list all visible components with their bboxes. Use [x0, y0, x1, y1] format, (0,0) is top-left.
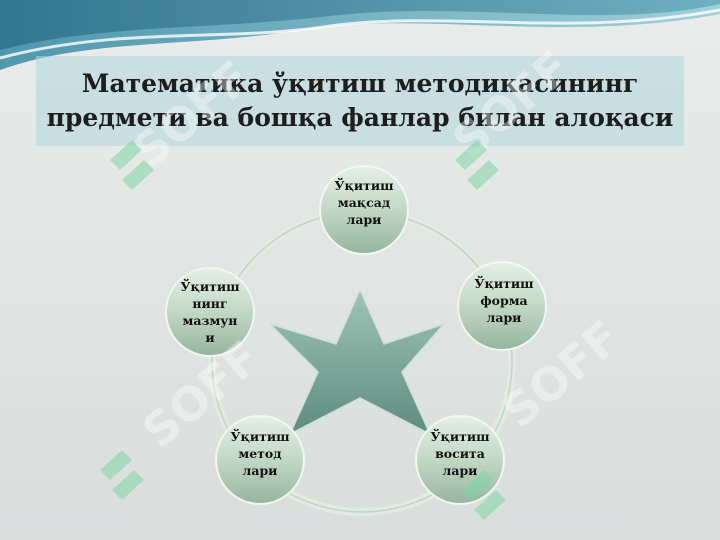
node-means-line-2: восита [435, 445, 485, 461]
node-forms: Ўқитиш форма лари [460, 272, 548, 328]
node-content-line-4: и [205, 330, 215, 345]
node-methods-line-1: Ўқитиш [230, 428, 290, 444]
title-box: Математика ўқитиш методикасининг предмет… [36, 56, 684, 146]
page-title: Математика ўқитиш методикасининг предмет… [47, 67, 674, 135]
node-content-line-2: нинг [192, 296, 228, 311]
node-content-line-1: Ўқитиш [180, 279, 240, 294]
node-goals-line-3: лари [346, 211, 382, 227]
node-forms-line-1: Ўқитиш [474, 275, 534, 291]
node-means-line-3: лари [442, 462, 478, 478]
header-wave-dark [0, 0, 720, 50]
header-wave-white [0, 8, 720, 60]
node-forms-circle [457, 261, 547, 351]
node-forms-line-3: лари [486, 309, 522, 325]
node-means-line-1: Ўқитиш [430, 428, 490, 444]
node-means: Ўқитиш восита лари [416, 424, 504, 482]
title-line-2: предмети ва бошқа фанлар билан алоқаси [46, 103, 674, 132]
node-methods-circle [215, 415, 305, 505]
node-goals-line-2: мақсад [337, 194, 391, 210]
node-methods-line-2: метод [238, 445, 282, 461]
node-content-line-3: мазмун [182, 313, 238, 328]
node-methods-line-3: лари [242, 462, 278, 478]
center-star [269, 288, 447, 436]
node-forms-line-2: форма [480, 292, 528, 308]
node-goals-circle [319, 165, 409, 255]
node-goals: Ўқитиш мақсад лари [320, 172, 408, 232]
node-methods: Ўқитиш метод лари [216, 424, 304, 482]
node-content-circle [165, 267, 255, 357]
node-content: Ўқитиш нинг мазмун и [166, 276, 254, 348]
title-line-1: Математика ўқитиш методикасининг [81, 69, 639, 98]
node-goals-line-1: Ўқитиш [334, 177, 394, 193]
